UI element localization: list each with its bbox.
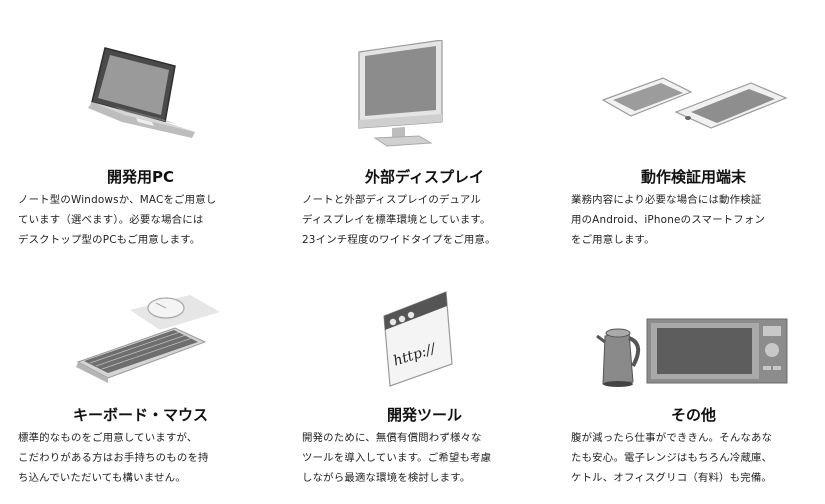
feature-title: 開発ツール [386,406,462,424]
laptop-icon [80,40,200,145]
feature-desc-line: ツールを導入しています。ご希望も考慮 [302,452,492,464]
feature-description: 業務内容により必要な場合には動作検証 用のAndroid、iPhoneのスマート… [571,190,816,250]
feature-description: 腹が減ったら仕事ができきん。そんなあな たも安心。電子レンジはもちろん冷蔵庫、 … [571,428,816,488]
feature-description: 開発のために、無償有償問わず様々な ツールを導入しています。ご希望も考慮 しなが… [302,428,547,488]
devices-icon [601,68,791,138]
feature-description: ノート型のWindowsか、MACをご用意し ています（選べます）。必要な場合に… [18,190,263,250]
feature-desc-line: 腹が減ったら仕事ができきん。そんなあな [571,432,773,444]
feature-desc-line: こだわりがある方はお手持ちのものを持 [18,452,209,464]
kettle-microwave-icon [595,314,795,388]
feature-title: 外部ディスプレイ [365,168,484,186]
feature-title: 動作検証用端末 [640,168,746,186]
feature-desc-line: しながら最適な環境を検討します。 [302,472,471,484]
feature-desc-line: 開発のために、無償有償問わず様々な [302,432,482,444]
feature-desc-line: ディスプレイを標準環境としています。 [302,214,491,226]
keyboard-mouse-icon [70,290,230,390]
feature-title: その他 [670,406,716,424]
feature-desc-line: ノートと外部ディスプレイのデュアル [302,194,481,206]
feature-desc-line: 用のAndroid、iPhoneのスマートフォン [571,214,766,226]
feature-desc-line: ち込んでいただいても構いません。 [18,472,186,484]
feature-desc-line: をご用意します。 [571,234,655,246]
feature-desc-line: ノート型のWindowsか、MACをご用意し [18,194,217,206]
feature-desc-line: ケトル、オフィスグリコ（有料）も完備。 [571,472,773,484]
feature-title: 開発用PC [106,168,174,186]
feature-description: 標準的なものをご用意していますが、 こだわりがある方はお手持ちのものを持 ち込ん… [18,428,263,488]
feature-desc-line: 23インチ程度のワイドタイプをご用意。 [302,234,496,246]
feature-title: キーボード・マウス [72,406,208,424]
monitor-icon [357,39,452,150]
feature-description: ノートと外部ディスプレイのデュアル ディスプレイを標準環境としています。 23イ… [302,190,547,250]
feature-desc-line: 業務内容により必要な場合には動作検証 [571,194,762,206]
feature-desc-line: ています（選べます）。必要な場合には [18,214,204,226]
feature-desc-line: デスクトップ型のPCもご用意します。 [18,234,201,246]
feature-desc-line: 標準的なものをご用意していますが、 [18,432,198,444]
feature-desc-line: たも安心。電子レンジはもちろん冷蔵庫、 [571,452,773,464]
browser-http-icon: http:// [378,288,458,388]
